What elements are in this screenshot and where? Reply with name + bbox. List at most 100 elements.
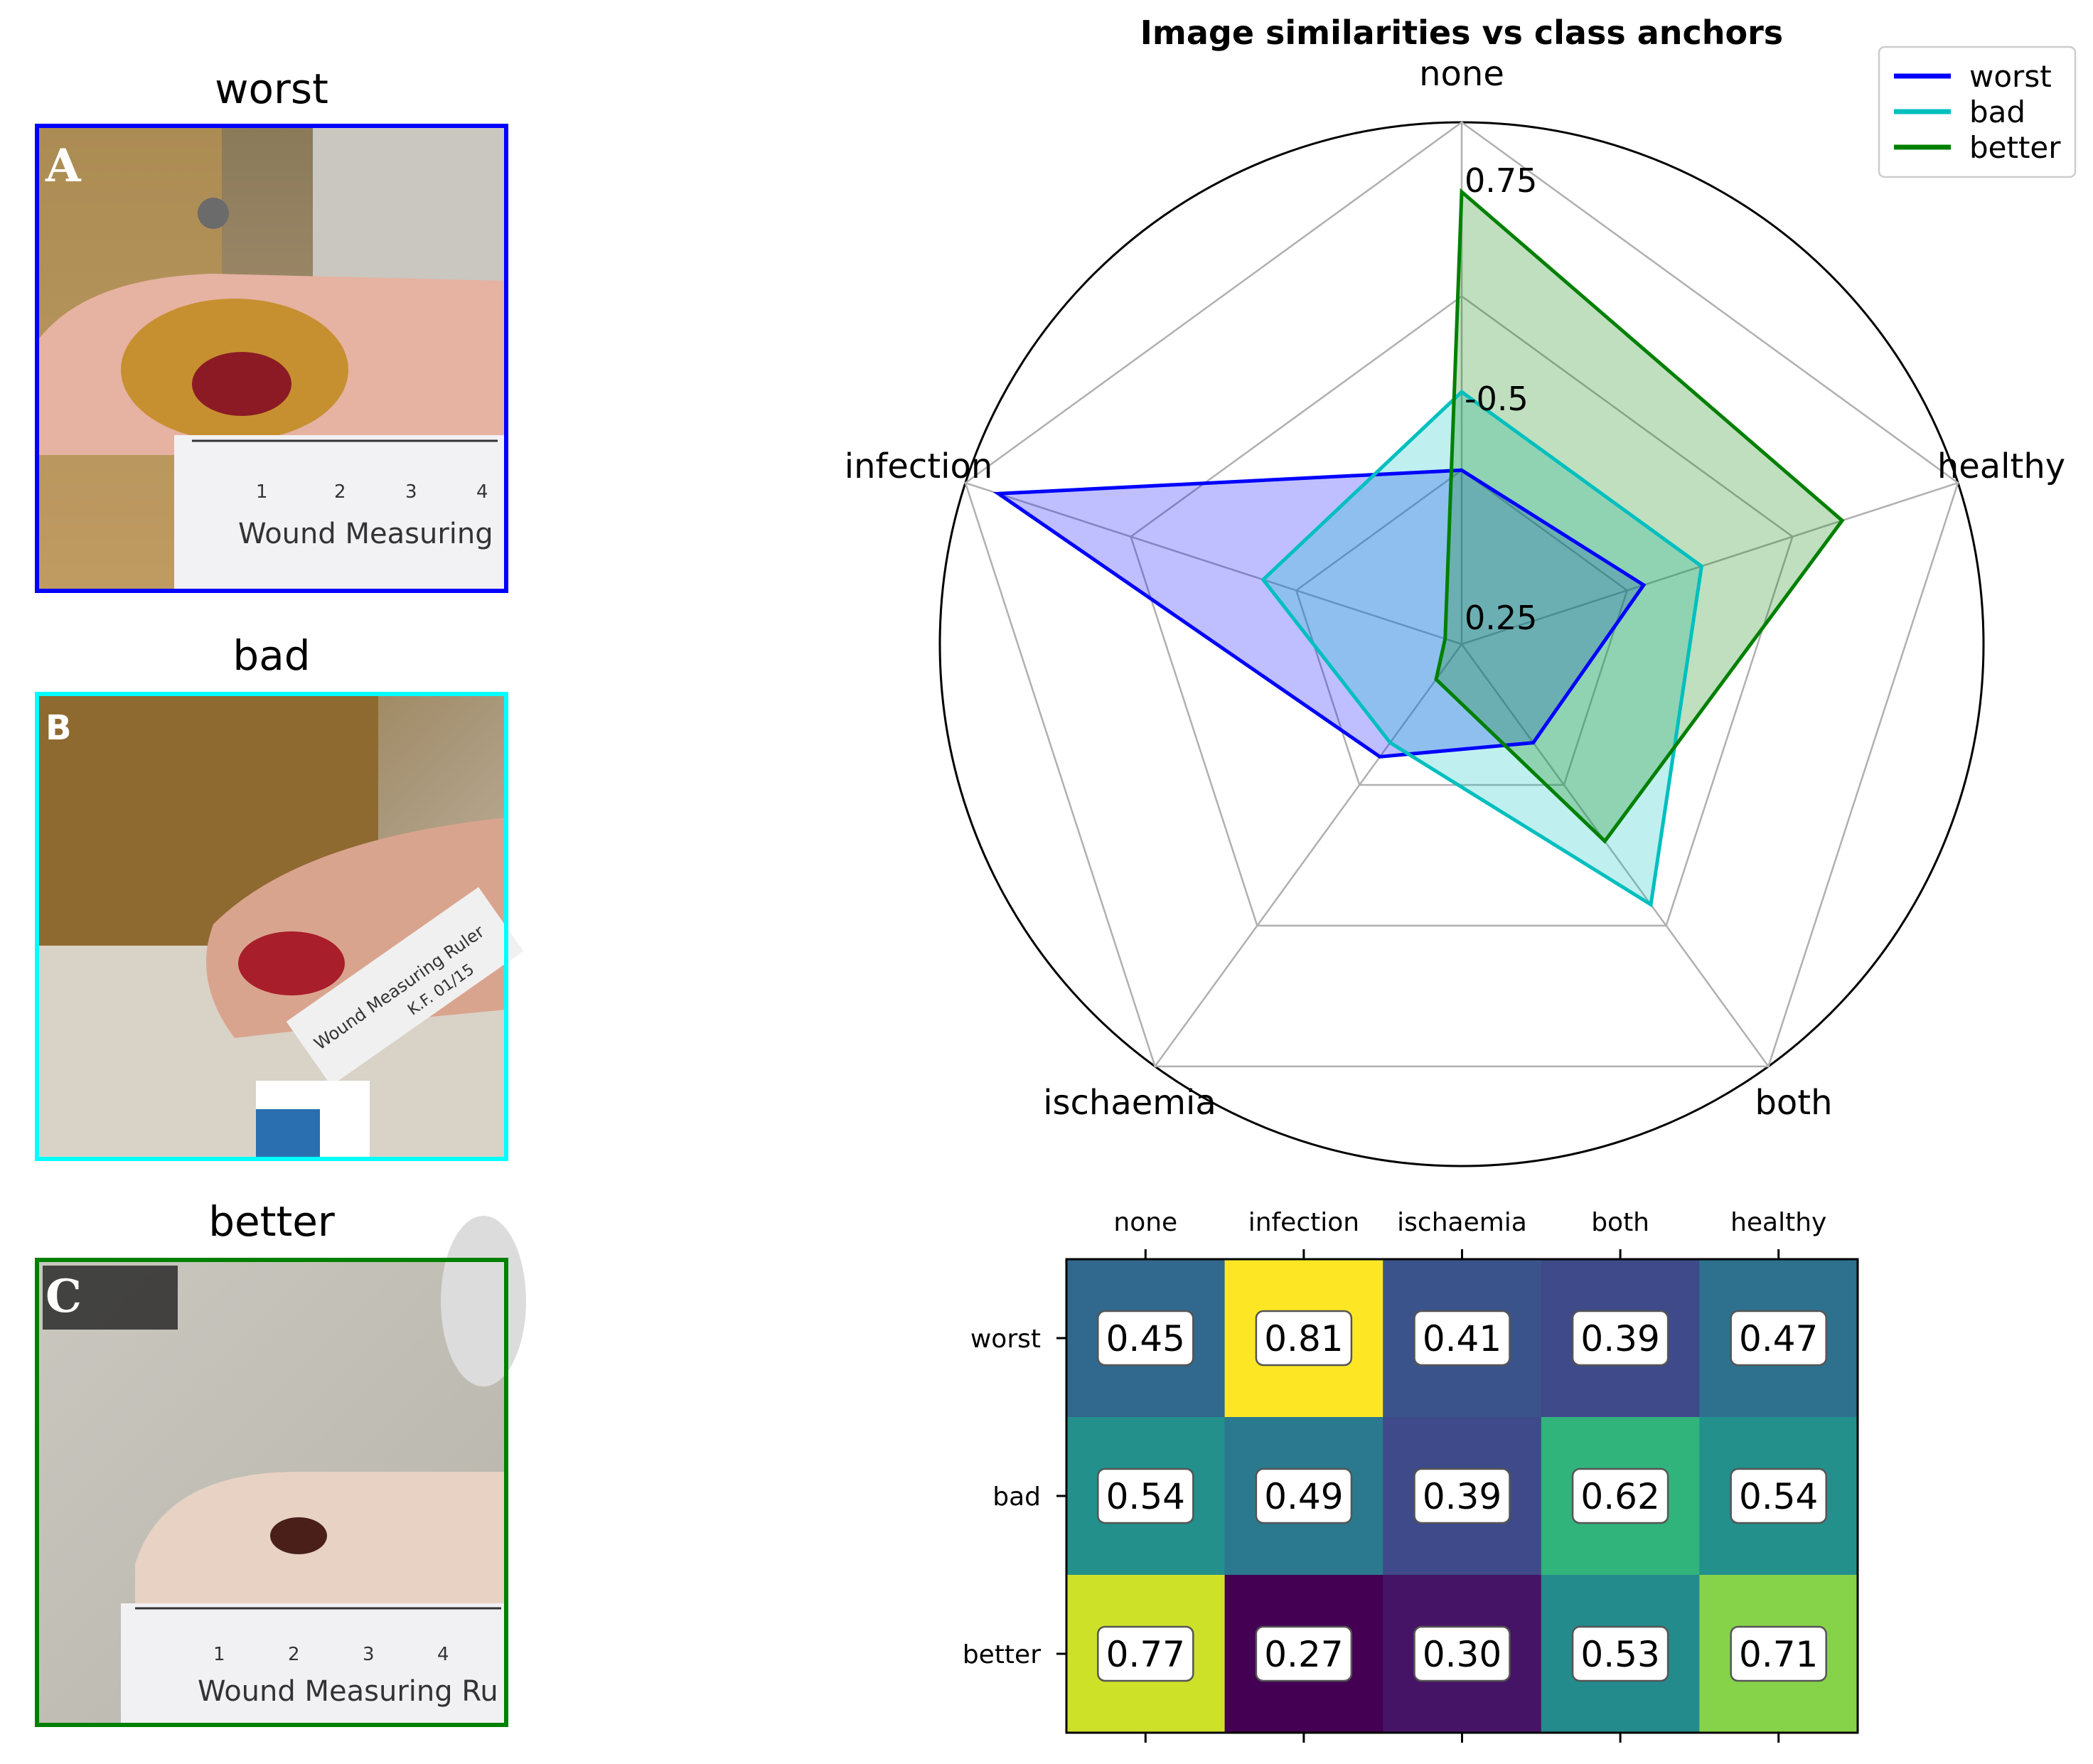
heatmap-label-box bbox=[1413, 1310, 1511, 1367]
heatmap-label-box bbox=[1730, 1625, 1827, 1682]
heatmap-label-box bbox=[1571, 1468, 1669, 1524]
radar-grid-ring bbox=[964, 121, 1959, 1068]
radar-axis-label-healthy: healthy bbox=[1937, 447, 2065, 486]
radar-line-bad bbox=[1260, 389, 1704, 908]
photo-panel-better: better Wound Measuring Ru 1 2 3 4 C bbox=[35, 1197, 526, 1727]
radar-axis-label-infection: infection bbox=[845, 447, 993, 486]
radar-chart: Image similarities vs class anchors none… bbox=[845, 14, 2077, 1167]
legend-label-better: better bbox=[1969, 130, 2061, 165]
radar-ring-label: 0.25 bbox=[1465, 599, 1537, 637]
legend-label-bad: bad bbox=[1969, 95, 2025, 129]
heatmap-label-box bbox=[1413, 1468, 1511, 1524]
heatmap-label-box bbox=[1255, 1625, 1353, 1682]
ruler-number: 2 bbox=[334, 481, 346, 503]
heatmap-cell-label: 0.39 bbox=[1580, 1318, 1659, 1359]
radar-grid bbox=[938, 121, 1985, 1167]
photo-title-better: better bbox=[208, 1197, 335, 1246]
radar-line-worst bbox=[992, 468, 1647, 759]
heatmap-cell-label: 0.30 bbox=[1423, 1634, 1502, 1675]
radar-grid-ring bbox=[1295, 469, 1629, 786]
photo-panel-worst: worst Wound Measuring 1 2 3 4 A bbox=[35, 65, 508, 593]
heatmap-col-label-both: both bbox=[1591, 1208, 1649, 1237]
photo-border-worst bbox=[35, 124, 508, 593]
radar-ring-label: -0.5 bbox=[1465, 380, 1529, 418]
heatmap-cell-label: 0.77 bbox=[1106, 1634, 1185, 1675]
radar-axis-label-ischaemia: ischaemia bbox=[1043, 1083, 1216, 1123]
heatmap-col-label-ischaemia: ischaemia bbox=[1397, 1208, 1527, 1237]
radar-fill-worst bbox=[998, 470, 1644, 757]
heatmap-cell-label: 0.39 bbox=[1423, 1476, 1502, 1517]
heatmap-label-box bbox=[1571, 1625, 1669, 1682]
heatmap-cell-label: 0.49 bbox=[1264, 1476, 1343, 1517]
photo-title-bad: bad bbox=[232, 631, 310, 680]
heatmap-cell-label: 0.45 bbox=[1106, 1318, 1185, 1359]
radar-line-better bbox=[1434, 188, 1845, 844]
heatmap-row-label-bad: bad bbox=[992, 1482, 1041, 1512]
heatmap-label-box bbox=[1730, 1468, 1827, 1524]
photo-title-worst: worst bbox=[215, 65, 328, 113]
ruler-number: 4 bbox=[437, 1644, 449, 1665]
ruler-text: Wound Measuring bbox=[238, 518, 493, 550]
heatmap-label-box bbox=[1255, 1310, 1353, 1367]
heatmap-cell-label: 0.54 bbox=[1739, 1476, 1818, 1517]
heatmap-cell-label: 0.54 bbox=[1106, 1476, 1185, 1517]
heatmap-cells: 0.45 0.81 0.41 0.39 0.47 0.54 0.49 0.39 0.62 0.54… bbox=[1065, 1258, 1859, 1734]
radar-title: Image similarities vs class anchors bbox=[1140, 14, 1783, 52]
measuring-ruler: Wound Measuring 1 2 3 4 bbox=[174, 435, 506, 591]
heatmap-cell-label: 0.53 bbox=[1580, 1634, 1659, 1675]
wound-photo-worst: Wound Measuring 1 2 3 4 bbox=[37, 126, 506, 591]
radar-series bbox=[992, 188, 1845, 908]
heatmap-label-box bbox=[1571, 1310, 1669, 1367]
ruler-text: Wound Measuring Ru bbox=[198, 1675, 498, 1708]
heatmap-label-box bbox=[1730, 1310, 1827, 1367]
radar-spoke-ischaemia bbox=[1154, 643, 1463, 1067]
radar-fill-better bbox=[1436, 191, 1843, 842]
heatmap-label-box bbox=[1255, 1468, 1353, 1524]
legend-label-worst: worst bbox=[1969, 59, 2052, 94]
radar-spoke-healthy bbox=[1461, 481, 1959, 646]
radar-fill-bad bbox=[1263, 392, 1702, 905]
wound-photo-better: Wound Measuring Ru 1 2 3 4 bbox=[37, 1216, 526, 1725]
panel-letter-a: A bbox=[45, 139, 82, 193]
radar-axis-labels: none healthy both ischaemia infection bbox=[845, 54, 2065, 1123]
ruler-number: 2 bbox=[288, 1644, 300, 1665]
heatmap-col-label-none: none bbox=[1113, 1208, 1177, 1237]
ruler-number: 3 bbox=[405, 481, 417, 503]
heatmap-label-box bbox=[1097, 1310, 1194, 1367]
radar-axis-label-both: both bbox=[1755, 1083, 1832, 1123]
measuring-ruler: Wound Measuring Ru 1 2 3 4 bbox=[121, 1603, 506, 1725]
heatmap-ticks: none infection ischaemia both healthy worst ba… bbox=[963, 1208, 1826, 1743]
photo-panel-bad: bad Wound Measuring Ruler K.F. 01/15 B bbox=[35, 631, 524, 1161]
panel-letter-c: C bbox=[46, 1270, 82, 1323]
heatmap-label-box bbox=[1097, 1625, 1194, 1682]
heatmap-label-box bbox=[1413, 1625, 1511, 1682]
heatmap-col-label-infection: infection bbox=[1248, 1208, 1359, 1237]
radar-grid-ring bbox=[1130, 295, 1794, 927]
heatmap-cell-label: 0.47 bbox=[1739, 1318, 1818, 1359]
heatmap-cell-label: 0.27 bbox=[1264, 1634, 1343, 1675]
ruler-number: 3 bbox=[363, 1644, 375, 1665]
panel-letter-b: B bbox=[46, 708, 72, 748]
wound-photo-bad: Wound Measuring Ruler K.F. 01/15 bbox=[37, 694, 524, 1159]
heatmap-label-box bbox=[1097, 1468, 1194, 1524]
heatmap-col-label-healthy: healthy bbox=[1730, 1208, 1826, 1237]
heatmap: 0.45 0.81 0.41 0.39 0.47 0.54 0.49 0.39 0.62 0.54… bbox=[963, 1208, 1859, 1743]
ruler-number: 4 bbox=[476, 481, 488, 503]
photo-border-bad bbox=[35, 692, 508, 1161]
heatmap-cell-label: 0.41 bbox=[1423, 1318, 1502, 1359]
radar-spoke-infection bbox=[965, 481, 1462, 646]
heatmap-cell-label: 0.81 bbox=[1264, 1318, 1343, 1359]
radar-ring-labels: 0.25-0.50.75 bbox=[1465, 161, 1537, 637]
ruler-number: 1 bbox=[256, 481, 268, 503]
heatmap-row-label-worst: worst bbox=[970, 1325, 1041, 1354]
heatmap-cell-label: 0.62 bbox=[1580, 1476, 1659, 1517]
heatmap-cell-label: 0.71 bbox=[1739, 1634, 1818, 1675]
photo-border-better bbox=[35, 1258, 508, 1727]
radar-spoke-both bbox=[1460, 643, 1770, 1067]
radar-axis-label-none: none bbox=[1419, 54, 1504, 94]
ruler-number: 1 bbox=[213, 1644, 225, 1665]
legend-box bbox=[1878, 46, 2077, 178]
heatmap-row-label-better: better bbox=[963, 1640, 1041, 1669]
